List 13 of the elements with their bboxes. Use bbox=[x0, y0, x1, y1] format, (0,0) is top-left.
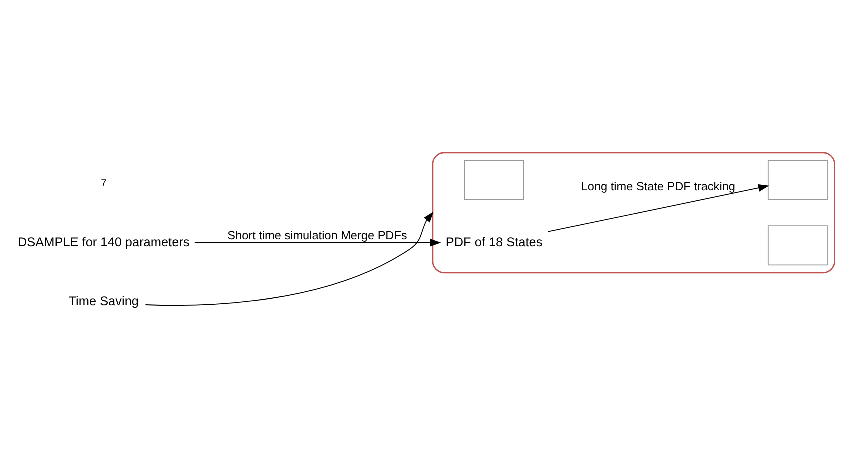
arrow bbox=[194, 239, 442, 247]
arrow bbox=[145, 212, 434, 306]
label: 7 bbox=[101, 178, 107, 190]
node-box bbox=[768, 226, 828, 266]
node-text: PDF of 18 States bbox=[446, 234, 543, 250]
arrow bbox=[548, 184, 770, 232]
cluster bbox=[432, 152, 836, 274]
node-text: DSAMPLE for 140 parameters bbox=[18, 234, 190, 250]
edge-label: Long time State PDF tracking bbox=[581, 180, 736, 194]
node-text: Time Saving bbox=[68, 293, 139, 308]
node-box bbox=[464, 160, 524, 200]
edge-label: Short time simulation Merge PDFs bbox=[228, 228, 408, 243]
node-box bbox=[768, 160, 828, 200]
